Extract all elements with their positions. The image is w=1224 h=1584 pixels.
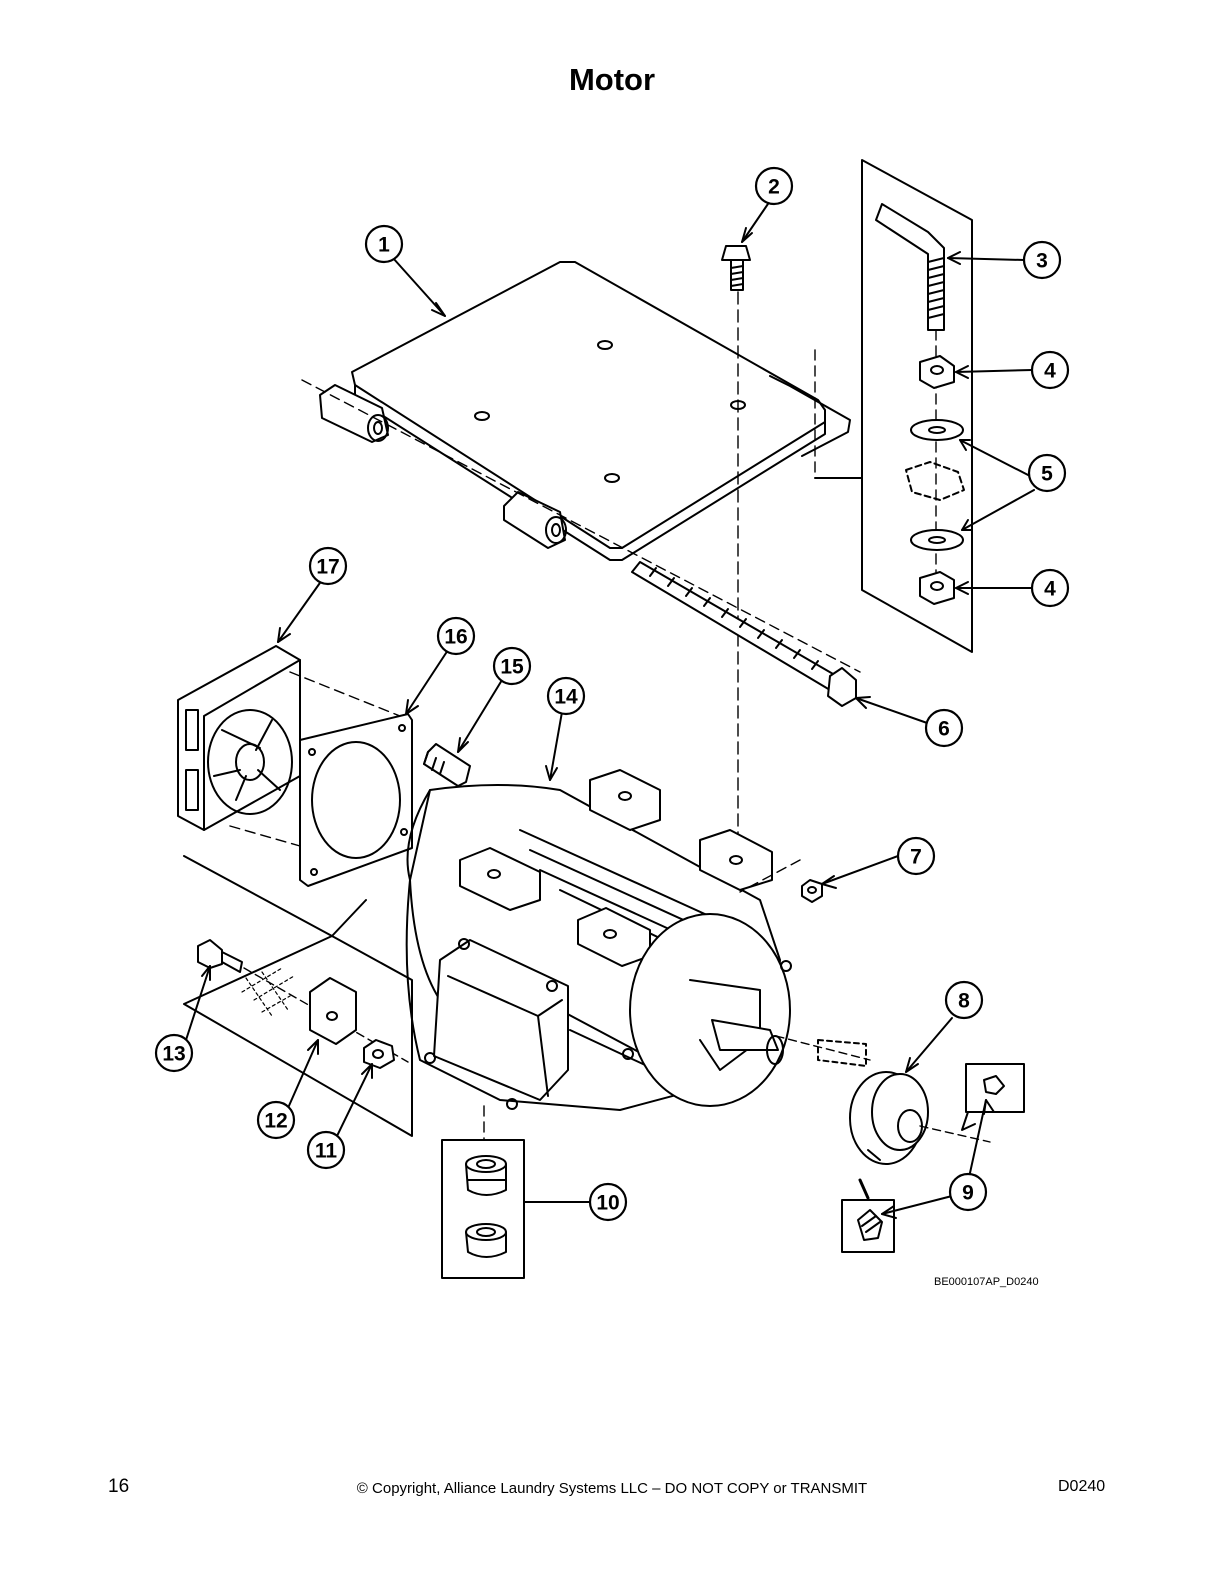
callout-circle bbox=[588, 1182, 628, 1222]
callout-4-lower: 4 bbox=[1044, 578, 1056, 601]
motor-mount-plate-part bbox=[301, 261, 861, 673]
fan-gasket-part bbox=[299, 713, 413, 887]
callout-8: 8 bbox=[958, 990, 970, 1013]
conduit-fitting-inset bbox=[441, 1139, 525, 1279]
callout-2: 2 bbox=[768, 176, 780, 199]
inset-panel-mounting bbox=[183, 855, 413, 1137]
callout-6: 6 bbox=[938, 718, 950, 741]
callout-11: 11 bbox=[315, 1140, 338, 1163]
pulley-part bbox=[849, 1071, 991, 1165]
page-title: Motor bbox=[568, 62, 656, 97]
motor-body-part bbox=[405, 769, 871, 1281]
set-screw-insets bbox=[841, 1063, 1025, 1253]
callout-circle bbox=[1030, 350, 1070, 390]
screw-part bbox=[423, 743, 471, 787]
callout-circle bbox=[364, 224, 404, 264]
callout-circle bbox=[436, 616, 476, 656]
drawing-reference: BE000107AP_D0240 bbox=[934, 1276, 1039, 1288]
callout-7: 7 bbox=[910, 846, 922, 869]
leader-lines bbox=[185, 197, 1035, 1219]
callout-circle bbox=[1030, 568, 1070, 608]
threaded-rod-part bbox=[631, 561, 857, 707]
callout-4-upper: 4 bbox=[1044, 360, 1056, 383]
callout-5: 5 bbox=[1041, 463, 1053, 486]
callout-circle bbox=[754, 166, 794, 206]
callout-circle bbox=[256, 1100, 296, 1140]
callout-10: 10 bbox=[596, 1192, 619, 1215]
callout-circle bbox=[308, 546, 348, 586]
callout-14: 14 bbox=[554, 686, 578, 709]
callout-17: 17 bbox=[316, 556, 339, 579]
callout-16: 16 bbox=[444, 626, 467, 649]
callout-circle bbox=[924, 708, 964, 748]
callout-1: 1 bbox=[378, 234, 390, 257]
copyright-notice: © Copyright, Alliance Laundry Systems LL… bbox=[356, 1480, 868, 1497]
callout-circle bbox=[1027, 453, 1067, 493]
callout-12: 12 bbox=[264, 1110, 287, 1133]
callout-circle bbox=[948, 1172, 988, 1212]
cooling-fan-part bbox=[177, 645, 411, 847]
motor-nut-part bbox=[801, 879, 823, 903]
bolt-part bbox=[721, 245, 751, 849]
document-code: D0240 bbox=[1058, 1478, 1106, 1495]
page-number: 16 bbox=[108, 1476, 130, 1497]
inset-panel-adjuster bbox=[814, 159, 973, 653]
callout-circle bbox=[306, 1130, 346, 1170]
callout-circle bbox=[1022, 240, 1062, 280]
callout-circle bbox=[546, 676, 586, 716]
callout-9: 9 bbox=[962, 1182, 974, 1205]
callout-circle bbox=[896, 836, 936, 876]
callout-circle bbox=[492, 646, 532, 686]
callout-15: 15 bbox=[500, 656, 524, 679]
callout-circle bbox=[944, 980, 984, 1020]
callout-circle bbox=[154, 1033, 194, 1073]
callout-3: 3 bbox=[1036, 250, 1048, 273]
callout-13: 13 bbox=[162, 1043, 185, 1066]
